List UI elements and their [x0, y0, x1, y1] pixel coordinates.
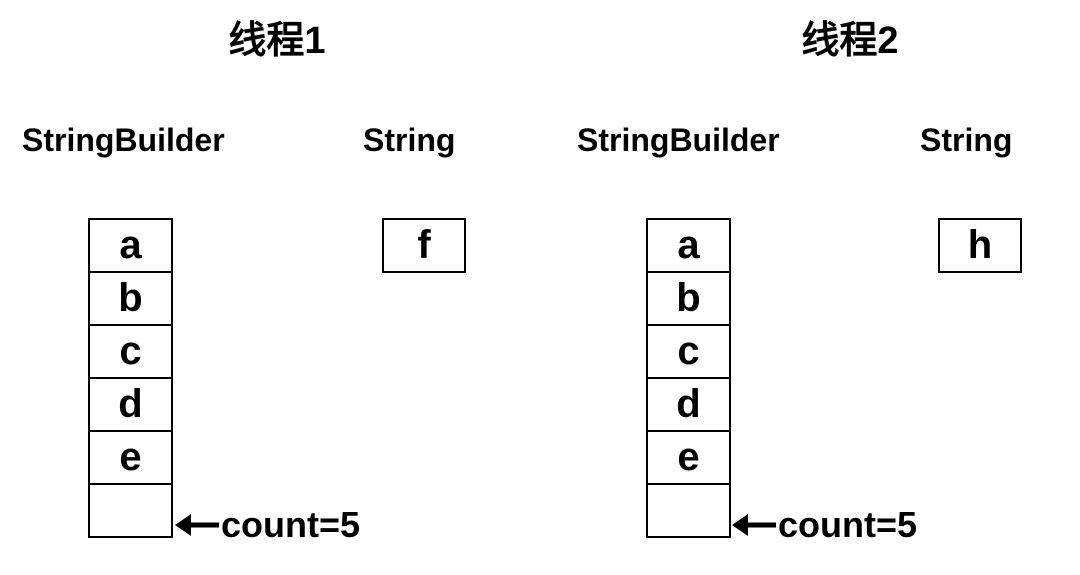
thread1-stringbuilder-array: a b c d e	[88, 218, 173, 538]
thread1-title: 线程1	[228, 20, 326, 62]
thread2-panel: 线程2 StringBuilder String a b c d e h cou…	[540, 0, 1080, 575]
thread2-stringbuilder-array: a b c d e	[646, 218, 731, 538]
array-cell: c	[646, 324, 731, 379]
array-cell-empty	[646, 483, 731, 538]
array-cell: d	[646, 377, 731, 432]
count-label: count=5	[778, 504, 918, 545]
array-cell: e	[88, 430, 173, 485]
array-cell: c	[88, 324, 173, 379]
count-label: count=5	[221, 504, 361, 545]
thread1-string-label: String	[363, 122, 456, 158]
thread2-string-box: h	[938, 218, 1022, 273]
array-cell: e	[646, 430, 731, 485]
thread2-stringbuilder-label: StringBuilder	[577, 122, 780, 158]
array-cell: b	[88, 271, 173, 326]
thread2-string-label: String	[920, 122, 1013, 158]
thread2-title: 线程2	[801, 20, 899, 62]
left-arrow-icon	[175, 514, 219, 536]
array-cell: a	[88, 218, 173, 273]
array-cell: d	[88, 377, 173, 432]
array-cell: b	[646, 271, 731, 326]
left-arrow-icon	[732, 514, 776, 536]
thread1-count-annotation: count=5	[175, 503, 360, 547]
thread1-panel: 线程1 StringBuilder String a b c d e f cou…	[22, 20, 466, 547]
array-cell: a	[646, 218, 731, 273]
array-cell-empty	[88, 483, 173, 538]
thread2-count-annotation: count=5	[732, 503, 917, 547]
thread1-stringbuilder-label: StringBuilder	[22, 122, 225, 158]
thread1-string-box: f	[382, 218, 466, 273]
